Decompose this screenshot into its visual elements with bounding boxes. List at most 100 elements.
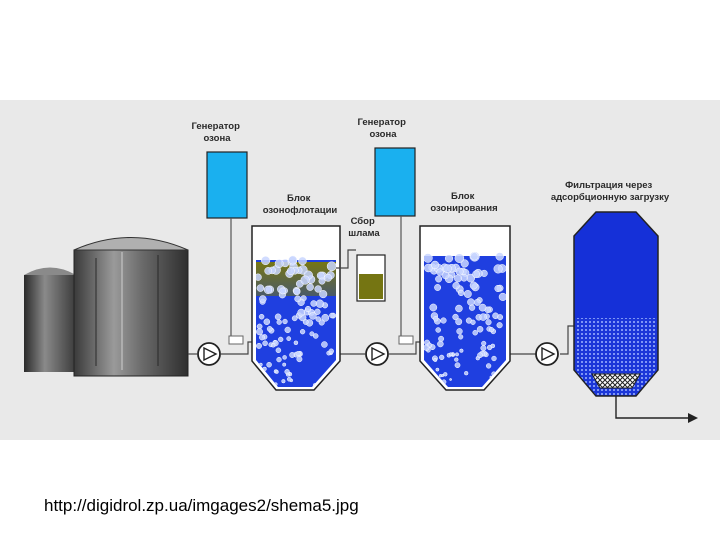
pump-1 <box>197 342 221 366</box>
label-ozone-generator-1: Генератор озона <box>191 121 242 144</box>
label-ozone-generator-2: Генератор озона <box>357 117 408 140</box>
bubble <box>296 356 303 363</box>
bubble <box>457 289 465 297</box>
bubble <box>458 334 464 340</box>
sludge-collector <box>336 249 386 302</box>
bubble <box>478 303 487 312</box>
bubble <box>278 336 284 343</box>
bubble <box>455 318 463 326</box>
bubble <box>433 316 439 322</box>
bubble <box>319 290 328 299</box>
bubble <box>275 347 282 354</box>
bubble <box>473 298 481 306</box>
source-url-caption: http://digidrol.zp.ua/imgages2/shema5.jp… <box>44 496 359 515</box>
bubble <box>468 304 476 311</box>
pump-2 <box>365 342 389 366</box>
bubble <box>321 341 328 348</box>
bubble <box>481 340 487 346</box>
bubble <box>326 261 336 272</box>
bubble <box>452 282 460 290</box>
bubble <box>496 322 503 329</box>
bubble <box>467 298 475 306</box>
bubble <box>282 318 288 325</box>
bubble <box>299 329 306 335</box>
outlet-pipe <box>615 396 696 419</box>
bubble <box>266 326 273 332</box>
bubble <box>318 319 325 326</box>
bubble <box>286 336 292 341</box>
bubble <box>448 352 453 357</box>
bubble <box>455 352 459 357</box>
bubble <box>256 273 262 281</box>
filter-grate <box>591 373 641 389</box>
bubble <box>328 348 334 354</box>
bubble <box>324 273 333 282</box>
bubble <box>476 326 484 333</box>
water-treatment-diagram: Генератор озона Генератор озона Блок озо… <box>0 100 720 440</box>
bubble <box>276 319 282 325</box>
adsorption-filter <box>573 211 698 423</box>
bubble <box>455 267 464 276</box>
bubble <box>452 313 459 321</box>
bubble <box>295 351 301 357</box>
bubble <box>256 328 263 336</box>
bubble <box>434 284 442 291</box>
bubble <box>479 313 487 321</box>
bubble <box>274 259 284 269</box>
bubble <box>274 313 282 321</box>
bubble <box>302 319 309 325</box>
bubble <box>291 315 298 322</box>
bubble <box>270 343 276 348</box>
pump-3 <box>535 342 559 366</box>
bubble <box>259 295 267 303</box>
bubble <box>449 378 452 381</box>
bubble <box>463 290 472 298</box>
bubble <box>454 357 459 362</box>
bubble <box>294 295 302 303</box>
ozonation-block <box>419 225 511 391</box>
bubble <box>284 369 290 375</box>
bubble <box>256 323 263 330</box>
bubble <box>440 317 447 324</box>
bubble <box>493 264 503 274</box>
bubble <box>470 252 479 261</box>
bubble <box>495 252 504 261</box>
bubble <box>293 340 299 346</box>
bubble <box>480 345 487 352</box>
bubble <box>459 348 464 353</box>
bubble <box>318 277 326 285</box>
bubble <box>491 355 497 362</box>
bubble <box>259 334 265 341</box>
bubble <box>490 343 496 349</box>
bubble <box>497 314 504 321</box>
bubble <box>494 284 502 293</box>
bubble <box>264 267 273 275</box>
ozone-bubbles-ozonation <box>424 251 506 387</box>
bubble <box>437 340 444 348</box>
bubble <box>282 362 287 367</box>
bubble <box>472 329 478 336</box>
label-filtration: Фильтрация через адсорбционную загрузку <box>551 180 670 203</box>
bubble <box>454 274 462 283</box>
bubble <box>438 335 445 342</box>
storage-tank-large <box>73 237 189 377</box>
bubble <box>470 319 476 325</box>
ozone-generator-1 <box>206 151 248 345</box>
bubble <box>306 283 314 291</box>
bubble <box>433 358 438 362</box>
bubble <box>261 255 271 266</box>
bubble <box>472 270 480 279</box>
bubble <box>435 327 441 333</box>
ozone-bubbles-flotation <box>256 255 336 387</box>
bubble <box>435 367 440 372</box>
label-flotation-block: Блок озонофлотации <box>263 193 338 216</box>
bubble <box>498 292 506 301</box>
bubble <box>477 352 483 359</box>
bubble <box>297 308 306 317</box>
ozone-generator-2 <box>374 147 416 345</box>
bubble <box>436 268 444 276</box>
bubble <box>293 287 301 296</box>
bubble <box>464 371 469 376</box>
outlet-arrow-icon <box>688 413 698 423</box>
bubble <box>438 374 443 378</box>
